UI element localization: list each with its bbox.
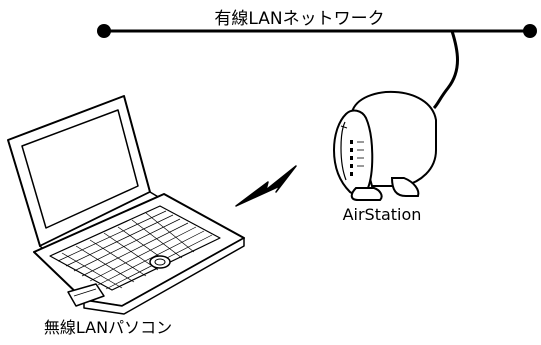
- lan-endpoint-left: [97, 24, 111, 38]
- status-leds: [350, 140, 353, 176]
- lan-endpoint-right: [523, 24, 537, 38]
- wired-lan-line: [97, 24, 537, 38]
- wired-lan-label: 有線LANネットワーク: [214, 9, 385, 29]
- access-point-label: AirStation: [342, 205, 422, 224]
- laptop-icon: [7, 95, 245, 315]
- wireless-access-point-icon: [332, 91, 437, 201]
- lan-cable: [432, 30, 459, 110]
- client-label: 無線LANパソコン: [43, 318, 173, 337]
- wireless-signal-icon: [235, 165, 297, 207]
